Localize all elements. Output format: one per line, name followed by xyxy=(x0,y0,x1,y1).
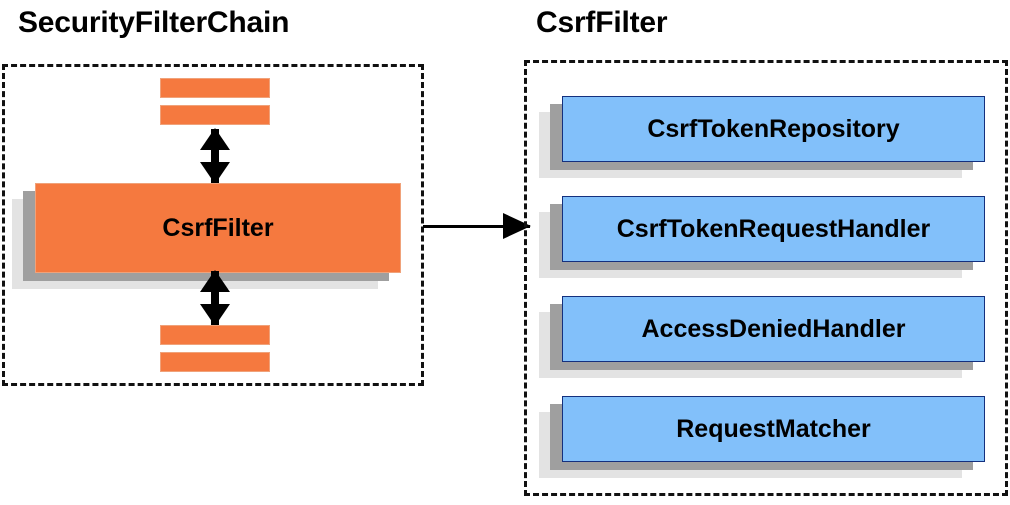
component-box-label: AccessDeniedHandler xyxy=(641,314,906,343)
component-box-face: RequestMatcher xyxy=(562,396,985,462)
arrow-head-up-icon xyxy=(200,270,230,292)
arrow-down-chain xyxy=(199,270,231,326)
filter-stub-above-1 xyxy=(160,78,270,98)
csrffilter-box-label: CsrfFilter xyxy=(162,213,274,242)
arrow-shaft xyxy=(211,271,219,325)
component-box-face: CsrfTokenRepository xyxy=(562,96,985,162)
group-box-csrffilter xyxy=(524,60,1008,496)
component-box-request-matcher[interactable]: RequestMatcher xyxy=(539,396,985,478)
csrffilter-box[interactable]: CsrfFilter xyxy=(12,183,401,289)
csrffilter-expansion-arrow xyxy=(423,213,531,239)
arrow-head-down-icon xyxy=(200,162,230,184)
arrow-shaft xyxy=(423,224,530,228)
filter-stub-above-2 xyxy=(160,105,270,125)
component-box-csrf-token-request-handler[interactable]: CsrfTokenRequestHandler xyxy=(539,196,985,278)
group-box-security-filter-chain xyxy=(2,64,424,386)
filter-stub-below-2 xyxy=(160,352,270,372)
component-box-label: RequestMatcher xyxy=(676,414,871,443)
filter-stub-below-1 xyxy=(160,325,270,345)
arrow-up-chain xyxy=(199,128,231,184)
csrffilter-box-face: CsrfFilter xyxy=(35,183,401,273)
component-box-face: AccessDeniedHandler xyxy=(562,296,985,362)
component-box-access-denied-handler[interactable]: AccessDeniedHandler xyxy=(539,296,985,378)
component-box-csrf-token-repository[interactable]: CsrfTokenRepository xyxy=(539,96,985,178)
arrow-shaft xyxy=(211,129,219,183)
arrow-head-down-icon xyxy=(200,304,230,326)
arrow-head-up-icon xyxy=(200,128,230,150)
component-box-face: CsrfTokenRequestHandler xyxy=(562,196,985,262)
component-box-label: CsrfTokenRepository xyxy=(647,114,900,143)
component-box-label: CsrfTokenRequestHandler xyxy=(616,214,931,243)
page-title-security-filter-chain: SecurityFilterChain xyxy=(18,6,290,39)
page-title-csrffilter: CsrfFilter xyxy=(536,6,668,39)
